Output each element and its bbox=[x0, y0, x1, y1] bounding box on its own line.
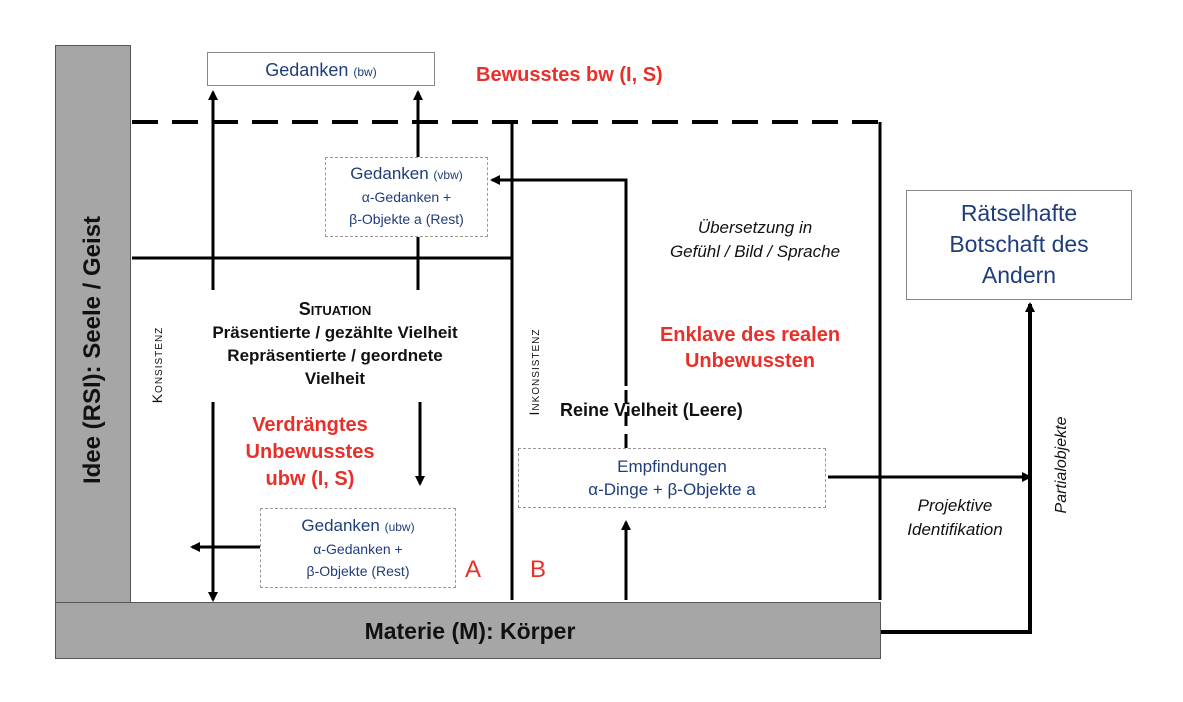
gedanken-ubw-label: Gedanken (ubw) α-Gedanken + β-Objekte (R… bbox=[260, 515, 456, 582]
gedanken-ubw-line3: β-Objekte (Rest) bbox=[306, 563, 410, 579]
projektive-text: Projektive Identifikation bbox=[880, 494, 1030, 542]
enklave-line2: Unbewussten bbox=[684, 350, 816, 372]
projektive-line2: Identifikation bbox=[907, 520, 1003, 539]
bewusstes-label: Bewusstes bw (I, S) bbox=[476, 64, 663, 86]
label-a: A bbox=[465, 556, 482, 583]
raetselhafte-box bbox=[906, 190, 1132, 300]
empfindungen-box bbox=[518, 448, 826, 508]
verdraengtes-line1: Verdrängtes bbox=[252, 414, 368, 436]
inkonsistenz-label: Inkonsistenz bbox=[526, 328, 542, 416]
raetselhafte-line1: Rätselhafte bbox=[960, 200, 1078, 226]
verdraengtes-line2: Unbewusstes bbox=[245, 441, 375, 463]
gedanken-bw-suffix: (bw) bbox=[353, 65, 377, 79]
arrow-enklave-to-vbw bbox=[490, 175, 628, 386]
situation-line3: Vielheit bbox=[304, 369, 366, 388]
empfindungen-line1: Empfindungen bbox=[617, 457, 727, 476]
idee-bar-label: Idee (RSI): Seele / Geist bbox=[79, 215, 106, 485]
gedanken-ubw-title: Gedanken bbox=[301, 516, 380, 535]
verdraengtes-line3: ubw (I, S) bbox=[265, 468, 355, 490]
gedanken-ubw-line2: α-Gedanken + bbox=[313, 541, 403, 557]
gedanken-bw-box bbox=[207, 52, 435, 86]
enklave-line1: Enklave des realen bbox=[659, 324, 841, 346]
raetselhafte-line3: Andern bbox=[981, 262, 1057, 288]
enklave-text: Enklave des realen Unbewussten bbox=[620, 322, 880, 374]
gedanken-ubw-suffix: (ubw) bbox=[384, 520, 415, 534]
empfindungen-label: Empfindungen α-Dinge + β-Objekte a bbox=[518, 455, 826, 501]
uebersetzung-line1: Übersetzung in bbox=[697, 218, 813, 237]
situation-text: Situation Präsentierte / gezählte Vielhe… bbox=[175, 298, 495, 390]
label-b: B bbox=[530, 556, 547, 583]
raetselhafte-line2: Botschaft des bbox=[949, 231, 1089, 257]
gedanken-vbw-title: Gedanken bbox=[350, 164, 429, 183]
verdraengtes-text: Verdrängtes Unbewusstes ubw (I, S) bbox=[225, 412, 395, 493]
uebersetzung-text: Übersetzung in Gefühl / Bild / Sprache bbox=[640, 216, 870, 264]
gedanken-vbw-box bbox=[325, 157, 488, 237]
gedanken-vbw-line2: α-Gedanken + bbox=[361, 189, 452, 205]
raetselhafte-label: Rätselhafte Botschaft des Andern bbox=[906, 198, 1132, 291]
gedanken-bw-label: Gedanken (bw) bbox=[207, 60, 435, 81]
gedanken-ubw-box bbox=[260, 508, 456, 588]
gedanken-vbw-label: Gedanken (vbw) α-Gedanken + β-Objekte a … bbox=[325, 163, 488, 230]
empfindungen-line2: α-Dinge + β-Objekte a bbox=[588, 480, 756, 499]
partialobjekte-label: Partialobjekte bbox=[1053, 416, 1070, 514]
konsistenz-label: Konsistenz bbox=[149, 326, 165, 404]
situation-line2: Repräsentierte / geordnete bbox=[227, 346, 443, 365]
situation-line1: Präsentierte / gezählte Vielheit bbox=[212, 323, 458, 342]
gedanken-bw-title: Gedanken bbox=[265, 60, 349, 80]
gedanken-vbw-line3: β-Objekte a (Rest) bbox=[349, 211, 464, 227]
situation-title: Situation bbox=[298, 299, 372, 319]
arrow-partialobjekte bbox=[880, 302, 1035, 634]
reine-vielheit-label: Reine Vielheit (Leere) bbox=[560, 400, 743, 420]
materie-bar bbox=[55, 602, 881, 659]
gedanken-vbw-suffix: (vbw) bbox=[433, 168, 463, 182]
materie-bar-label: Materie (M): Körper bbox=[364, 618, 576, 644]
idee-bar bbox=[55, 45, 131, 659]
projektive-line1: Projektive bbox=[917, 496, 993, 515]
uebersetzung-line2: Gefühl / Bild / Sprache bbox=[669, 242, 841, 261]
